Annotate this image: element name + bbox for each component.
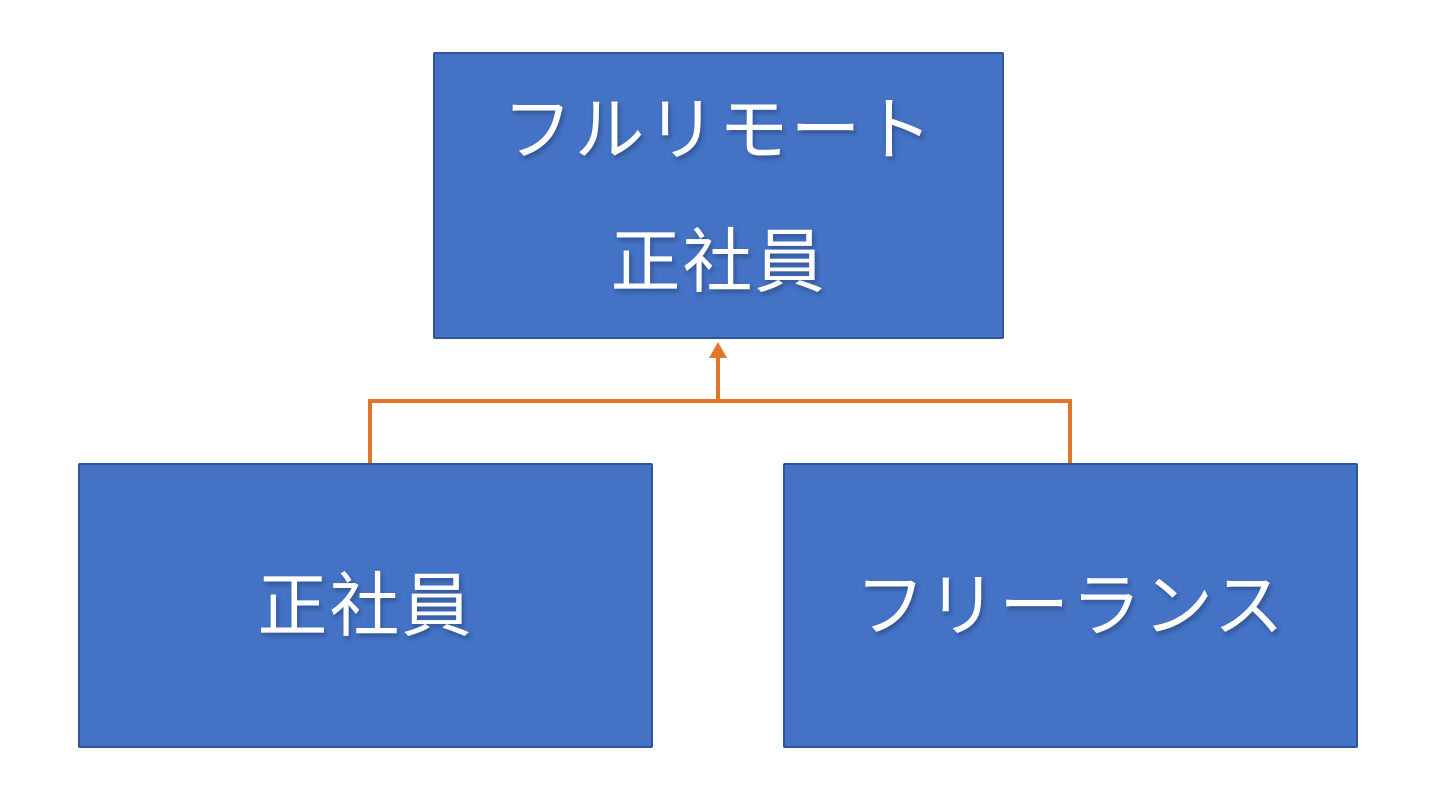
connector-horizontal-line (368, 399, 1072, 403)
arrow-up-icon (709, 342, 727, 358)
connector-center-stem (716, 356, 720, 403)
node-label-line2: 正社員 (610, 222, 827, 301)
connector-left-stub (368, 399, 372, 463)
node-freelance: フリーランス (783, 463, 1358, 748)
node-full-remote-fulltime: フルリモート 正社員 (433, 52, 1004, 339)
node-label: フリーランス (855, 566, 1286, 645)
connector-right-stub (1068, 399, 1072, 463)
node-label-line1: フルリモート (502, 90, 935, 169)
node-label: 正社員 (257, 566, 474, 645)
node-fulltime: 正社員 (78, 463, 653, 748)
